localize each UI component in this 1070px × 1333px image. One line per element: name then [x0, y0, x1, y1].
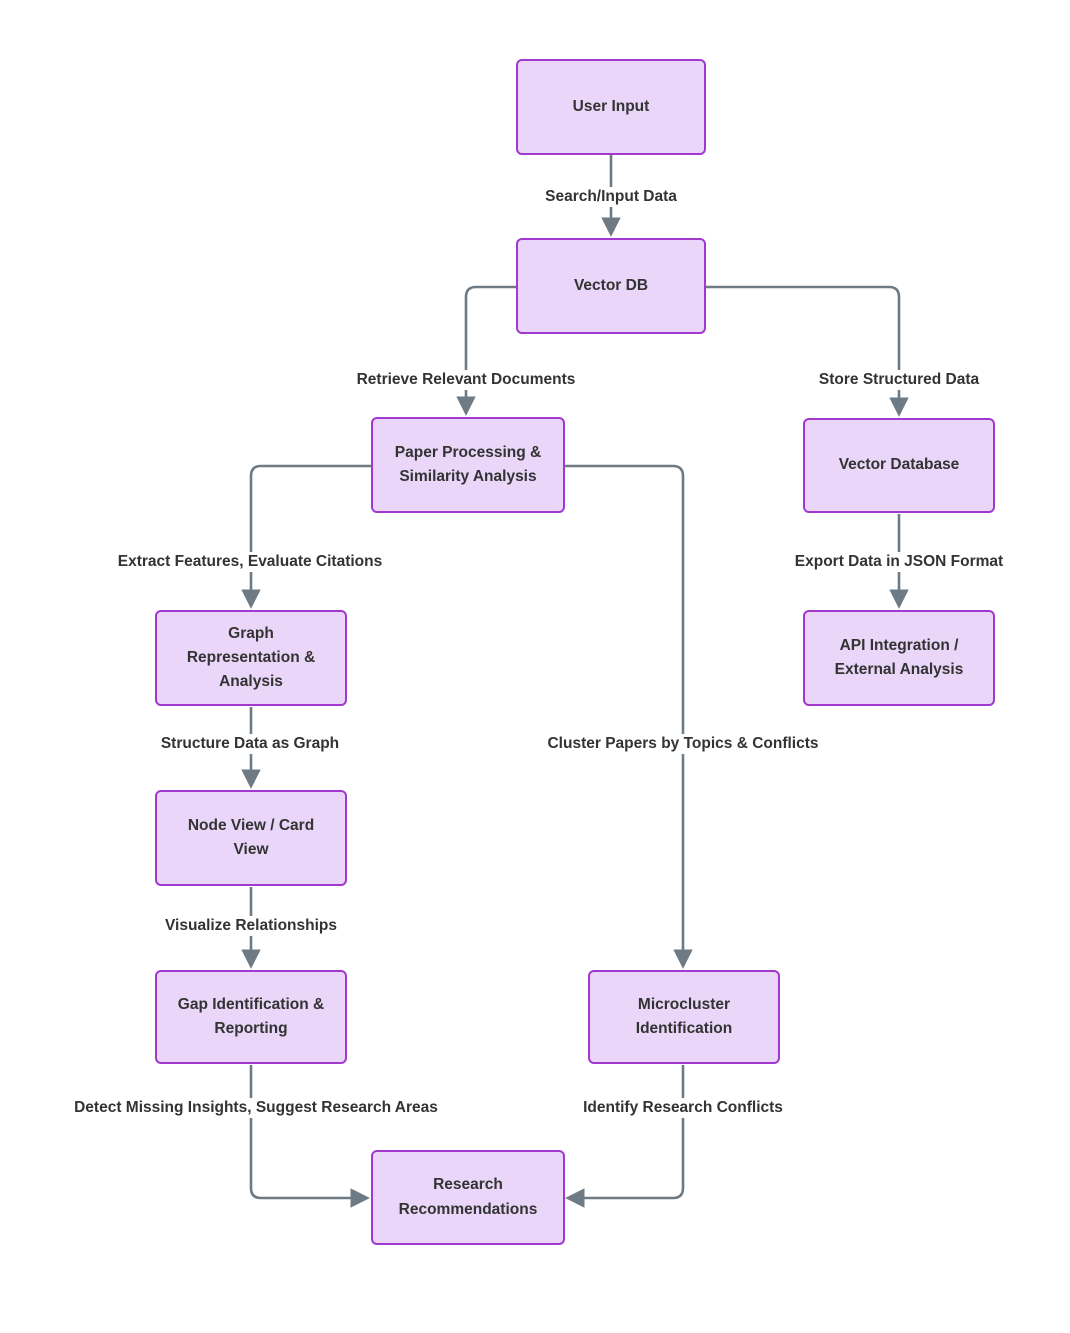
edge-label-export-data-json: Export Data in JSON Format	[789, 552, 1009, 572]
node-graph-representation-label: Graph Representation & Analysis	[186, 624, 316, 690]
edge-label-visualize-relationships: Visualize Relationships	[160, 916, 342, 936]
node-api-integration-label: API Integration / External Analysis	[834, 636, 964, 678]
node-vector-db-label: Vector DB	[573, 276, 649, 294]
edge-label-identify-research-conflicts: Identify Research Conflicts	[578, 1098, 788, 1118]
node-user-input-label: User Input	[572, 97, 650, 115]
node-microcluster-identification: Microcluster Identification	[588, 970, 780, 1064]
node-node-view-card-view: Node View / Card View	[155, 790, 347, 886]
node-user-input: User Input	[516, 59, 706, 155]
edge-vectordb-to-vectordatabase	[706, 285, 909, 417]
edge-label-detect-missing-insights: Detect Missing Insights, Suggest Researc…	[69, 1098, 443, 1118]
node-gap-identification-reporting: Gap Identification & Reporting	[155, 970, 347, 1064]
edge-label-structure-data-as-graph: Structure Data as Graph	[155, 734, 345, 754]
node-node-view-label: Node View / Card View	[187, 816, 315, 858]
node-vector-db: Vector DB	[516, 238, 706, 334]
edge-vectordb-to-paper	[456, 285, 516, 416]
edge-label-search-input-data: Search/Input Data	[540, 187, 682, 207]
node-paper-processing-label: Paper Processing & Similarity Analysis	[394, 443, 542, 485]
node-research-recommendations-label: Research Recommendations	[398, 1176, 538, 1218]
edge-label-store-structured-data: Store Structured Data	[813, 370, 985, 390]
node-microcluster-label: Microcluster Identification	[635, 995, 733, 1037]
node-vector-database: Vector Database	[803, 418, 995, 513]
edge-label-retrieve-relevant-documents: Retrieve Relevant Documents	[351, 370, 581, 390]
node-paper-processing-similarity-analysis: Paper Processing & Similarity Analysis	[371, 417, 565, 513]
node-api-integration-external-analysis: API Integration / External Analysis	[803, 610, 995, 706]
edge-paper-to-microcluster	[564, 464, 693, 969]
edge-gap-to-research	[249, 1065, 370, 1208]
edge-label-cluster-papers-topics-conflicts: Cluster Papers by Topics & Conflicts	[542, 734, 824, 754]
node-graph-representation-analysis: Graph Representation & Analysis	[155, 610, 347, 706]
edge-microcluster-to-research	[565, 1065, 685, 1208]
node-research-recommendations: Research Recommendations	[371, 1150, 565, 1245]
edge-paper-to-graph	[241, 464, 371, 609]
edge-label-extract-features-evaluate-citations: Extract Features, Evaluate Citations	[112, 552, 388, 572]
node-vector-database-label: Vector Database	[838, 456, 960, 474]
node-gap-identification-label: Gap Identification & Reporting	[177, 995, 325, 1037]
